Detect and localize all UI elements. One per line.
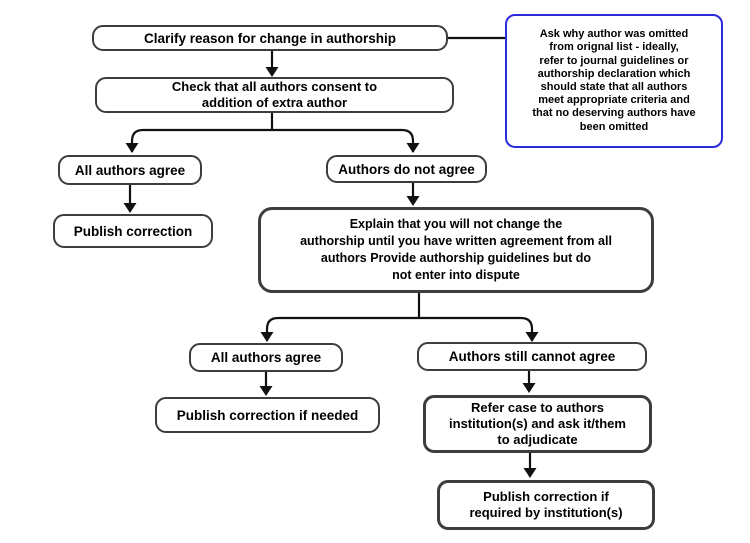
arrowhead-agree2 xyxy=(260,332,274,342)
connector-explain-split xyxy=(265,293,534,341)
node-all-authors-agree-2-label: All authors agree xyxy=(210,350,322,365)
arrowhead-publish1 xyxy=(123,203,137,213)
node-refer-case-institutions: Refer case to authors institution(s) and… xyxy=(423,395,652,453)
node-all-authors-agree-1-label: All authors agree xyxy=(74,162,186,178)
node-publish-correction-if-required: Publish correction if required by instit… xyxy=(437,480,655,530)
node-publish-correction-label: Publish correction xyxy=(73,223,193,239)
node-side-note: Ask why author was omitted from orignal … xyxy=(505,14,723,148)
node-check-consent-label: Check that all authors consent to additi… xyxy=(171,79,378,110)
node-publish-correction-if-required-label: Publish correction if required by instit… xyxy=(469,489,623,520)
node-publish-correction: Publish correction xyxy=(53,214,213,248)
arrowhead-publish2 xyxy=(259,386,273,396)
connector-check-split xyxy=(130,113,415,152)
arrowheads xyxy=(123,67,539,478)
arrowhead-explain xyxy=(406,196,420,206)
node-refer-case-institutions-label: Refer case to authors institution(s) and… xyxy=(449,400,626,447)
node-explain-no-change-label: Explain that you will not change the aut… xyxy=(300,217,612,282)
node-all-authors-agree-1: All authors agree xyxy=(58,155,202,185)
arrowhead-disagree xyxy=(406,143,420,153)
node-publish-correction-if-needed-label: Publish correction if needed xyxy=(176,407,359,423)
node-side-note-label: Ask why author was omitted from orignal … xyxy=(532,28,696,133)
node-check-consent: Check that all authors consent to additi… xyxy=(95,77,454,113)
node-authors-still-cannot-agree: Authors still cannot agree xyxy=(417,342,647,371)
arrowhead-check xyxy=(265,67,279,77)
arrowhead-publish3 xyxy=(523,468,537,478)
arrowhead-refer xyxy=(522,383,536,393)
node-clarify-reason: Clarify reason for change in authorship xyxy=(92,25,448,51)
node-authors-do-not-agree-label: Authors do not agree xyxy=(338,161,475,177)
node-authors-still-cannot-agree-label: Authors still cannot agree xyxy=(448,349,616,364)
node-publish-correction-if-needed: Publish correction if needed xyxy=(155,397,380,433)
arrowhead-agree1 xyxy=(125,143,139,153)
node-all-authors-agree-2: All authors agree xyxy=(189,343,343,372)
arrowhead-cannotagree xyxy=(525,332,539,342)
node-authors-do-not-agree: Authors do not agree xyxy=(326,155,487,183)
node-explain-no-change: Explain that you will not change the aut… xyxy=(258,207,654,293)
node-clarify-reason-label: Clarify reason for change in authorship xyxy=(143,30,397,46)
